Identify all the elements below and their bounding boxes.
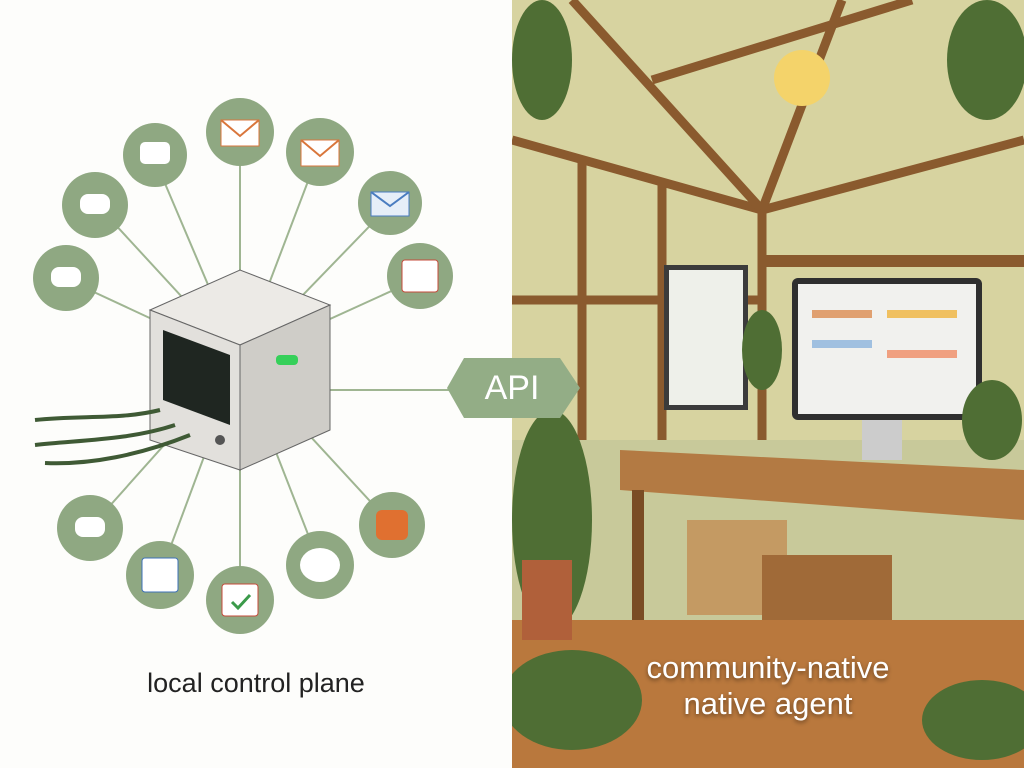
terminal-screen <box>163 330 230 425</box>
shelf <box>762 255 1024 267</box>
plant-pot <box>522 560 572 640</box>
local-control-plane-caption: local control plane <box>147 668 365 698</box>
control-plane-illustration <box>33 98 453 634</box>
desk <box>620 450 1024 520</box>
local-control-plane-panel: local control plane <box>33 98 453 698</box>
cables <box>34 408 191 466</box>
api-label: API <box>484 368 540 407</box>
pendant-lamp <box>774 50 830 106</box>
monitor-left <box>664 265 748 410</box>
api-hexagon <box>447 358 580 418</box>
monitor-right <box>792 278 982 460</box>
status-led <box>276 355 298 365</box>
server-box <box>148 269 332 471</box>
greenhouse-agent-panel <box>512 0 1024 768</box>
caption-line-1: community-native <box>646 650 890 685</box>
caption-line-2: native agent <box>683 686 853 721</box>
community-native-agent-caption: community-native native agent <box>512 650 1024 722</box>
greenhouse-illustration <box>512 0 1024 768</box>
